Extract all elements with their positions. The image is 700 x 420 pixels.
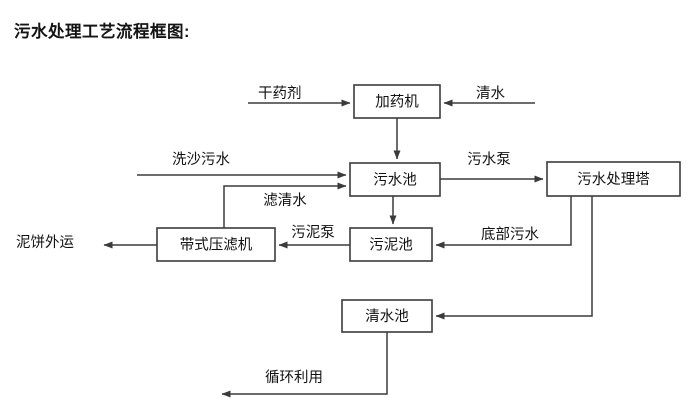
edge-label-sludge_pump: 污泥泵	[291, 224, 335, 241]
node-label-treatment_tower: 污水处理塔	[577, 171, 650, 188]
node-box-clean_water_pool	[341, 299, 433, 333]
node-box-wastewater_pool	[349, 162, 441, 197]
edge-label-wastewater_pump: 污水泵	[467, 151, 511, 168]
terminal-label-dry_chemical: 干药剂	[258, 85, 302, 102]
node-wastewater_pool[interactable]: 污水池	[349, 162, 441, 197]
edge-label-recycle_reuse: 循环利用	[265, 369, 323, 386]
node-treatment_tower[interactable]: 污水处理塔	[546, 161, 681, 197]
edge-tower-bottom-to-sludge-pool	[435, 196, 572, 249]
edge-label-filtered_water: 滤清水	[263, 192, 307, 209]
edge-clean-water-pool-recycle	[221, 332, 388, 398]
node-box-belt_filter_press	[156, 227, 276, 262]
node-dosing_machine[interactable]: 加药机	[353, 84, 441, 119]
node-sludge_pool[interactable]: 污泥池	[349, 227, 433, 262]
node-label-dosing_machine: 加药机	[375, 93, 419, 110]
edge-label-bottom_sewage: 底部污水	[481, 226, 539, 243]
node-box-treatment_tower	[546, 161, 681, 197]
node-label-wastewater_pool: 污水池	[373, 171, 417, 188]
terminal-label-sand_wash_water: 洗沙污水	[172, 151, 230, 168]
node-box-sludge_pool	[349, 227, 433, 262]
node-label-sludge_pool: 污泥池	[369, 236, 413, 253]
node-clean_water_pool[interactable]: 清水池	[341, 299, 433, 333]
terminal-label-mud_cake_out: 泥饼外运	[16, 234, 74, 251]
node-box-dosing_machine	[353, 84, 441, 119]
page-title: 污水处理工艺流程框图:	[14, 23, 190, 41]
node-label-belt_filter_press: 带式压滤机	[180, 236, 253, 253]
node-belt_filter_press[interactable]: 带式压滤机	[156, 227, 276, 262]
node-label-clean_water_pool: 清水池	[365, 308, 409, 325]
edges-layer	[103, 99, 593, 398]
edge-tower-to-clean-water-pool	[435, 196, 593, 320]
edge-filtered-to-wastewater-pool	[223, 182, 347, 228]
terminal-label-clean_water_in: 清水	[476, 85, 505, 102]
